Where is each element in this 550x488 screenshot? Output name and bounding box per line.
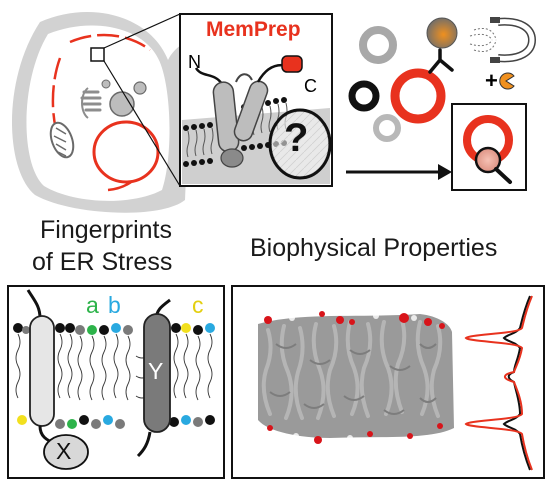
magnet-icon xyxy=(469,17,537,63)
fingerprints-title-line2: of ER Stress xyxy=(32,248,173,276)
vacuole xyxy=(92,120,160,184)
lipid-label-a: a xyxy=(86,292,99,318)
fingerprints-panel xyxy=(7,285,225,479)
memprep-title: MemPrep xyxy=(206,18,301,41)
protease-icon xyxy=(499,72,515,90)
tag-red xyxy=(281,55,303,73)
density-profile-red xyxy=(464,295,533,471)
c-terminus-label: C xyxy=(304,76,317,96)
protein-y-label: Y xyxy=(148,358,164,384)
orange-bead xyxy=(426,17,458,49)
yeast-cell xyxy=(11,11,211,213)
biophysical-panel xyxy=(231,285,545,479)
arrow-head xyxy=(438,164,452,180)
n-terminus-label: N xyxy=(188,52,201,72)
magnifier-handle xyxy=(494,167,512,184)
purification-scheme xyxy=(346,17,537,191)
zoom-box xyxy=(90,47,105,62)
question-mark: ? xyxy=(284,116,309,160)
fingerprints-title-line1: Fingerprints xyxy=(40,216,172,244)
magnifier-lens xyxy=(474,146,502,174)
lipid-label-b: b xyxy=(108,292,121,318)
tm-helix-2 xyxy=(233,80,269,142)
memprep-panel xyxy=(179,13,333,187)
ring-gray-small xyxy=(373,114,401,142)
density-profile-black xyxy=(502,295,531,471)
lipid-label-c: c xyxy=(192,292,204,318)
ring-red xyxy=(390,68,446,124)
ring-black xyxy=(348,80,380,112)
protein-x-helix xyxy=(29,315,55,427)
ring-gray-large xyxy=(359,26,397,64)
protein-x-label: X xyxy=(56,438,72,464)
protein-y-helix xyxy=(143,313,171,433)
biophysical-title: Biophysical Properties xyxy=(250,234,498,262)
protein-x-domain xyxy=(43,434,89,470)
plus-sign: + xyxy=(485,68,498,93)
